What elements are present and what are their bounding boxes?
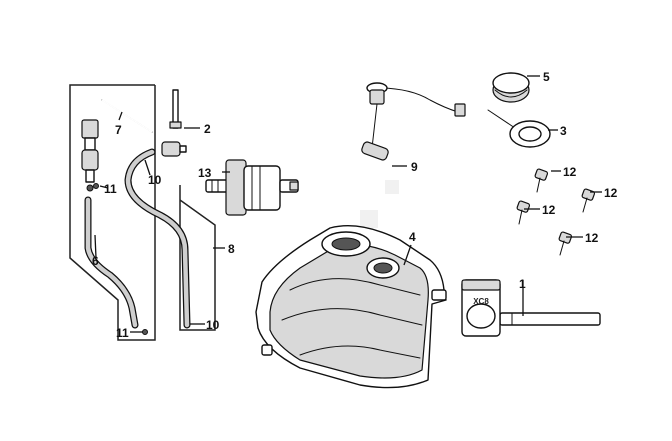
- callout-9: 9: [411, 160, 418, 174]
- callout-12-d: 12: [585, 231, 599, 245]
- bolt-part-12-a: [534, 168, 549, 193]
- callout-12-a: 12: [563, 165, 577, 179]
- bolt-part-12-c: [516, 200, 531, 225]
- bolt-part-12-d: [558, 231, 573, 256]
- callout-5: 5: [543, 70, 550, 84]
- callout-10-lower: 10: [206, 318, 220, 332]
- callout-8: 8: [228, 242, 235, 256]
- fuel-cock-fitting: [81, 119, 99, 192]
- callout-12-c: 12: [542, 203, 556, 217]
- fuel-pump-part-13: [205, 159, 299, 216]
- callout-12-b: 12: [604, 186, 618, 200]
- assembly-bracket-left: [69, 84, 156, 341]
- tag-label: XC8: [473, 297, 489, 306]
- callout-1: 1: [519, 277, 526, 291]
- connector-part-2: [161, 89, 187, 157]
- callout-3: 3: [560, 124, 567, 138]
- callout-7: 7: [115, 123, 122, 137]
- leader-lines: [94, 75, 602, 333]
- callout-10-upper: 10: [148, 173, 162, 187]
- callout-13: 13: [198, 166, 212, 180]
- fuel-sender-part-9: [361, 82, 466, 161]
- callout-11-lower: 11: [116, 326, 129, 340]
- fuel-tank-part-4: [255, 225, 447, 389]
- gasket-part-3: [487, 109, 551, 148]
- callout-11-upper: 11: [104, 182, 117, 196]
- fuel-hose-part-6: [84, 196, 139, 329]
- callout-6: 6: [92, 254, 99, 268]
- hose-part-8: [124, 148, 191, 329]
- assembly-bracket-right: [179, 185, 216, 331]
- callouts: 1 2 3 4 5 6 7 8 9 10 10 11 11 12 12 12 1…: [92, 70, 618, 340]
- callout-4: 4: [409, 230, 416, 244]
- callout-2: 2: [204, 122, 211, 136]
- tube-part-1: XC8: [461, 279, 601, 337]
- vent-tube-part-7: [101, 99, 153, 133]
- fuel-cap-part-5: [492, 72, 530, 103]
